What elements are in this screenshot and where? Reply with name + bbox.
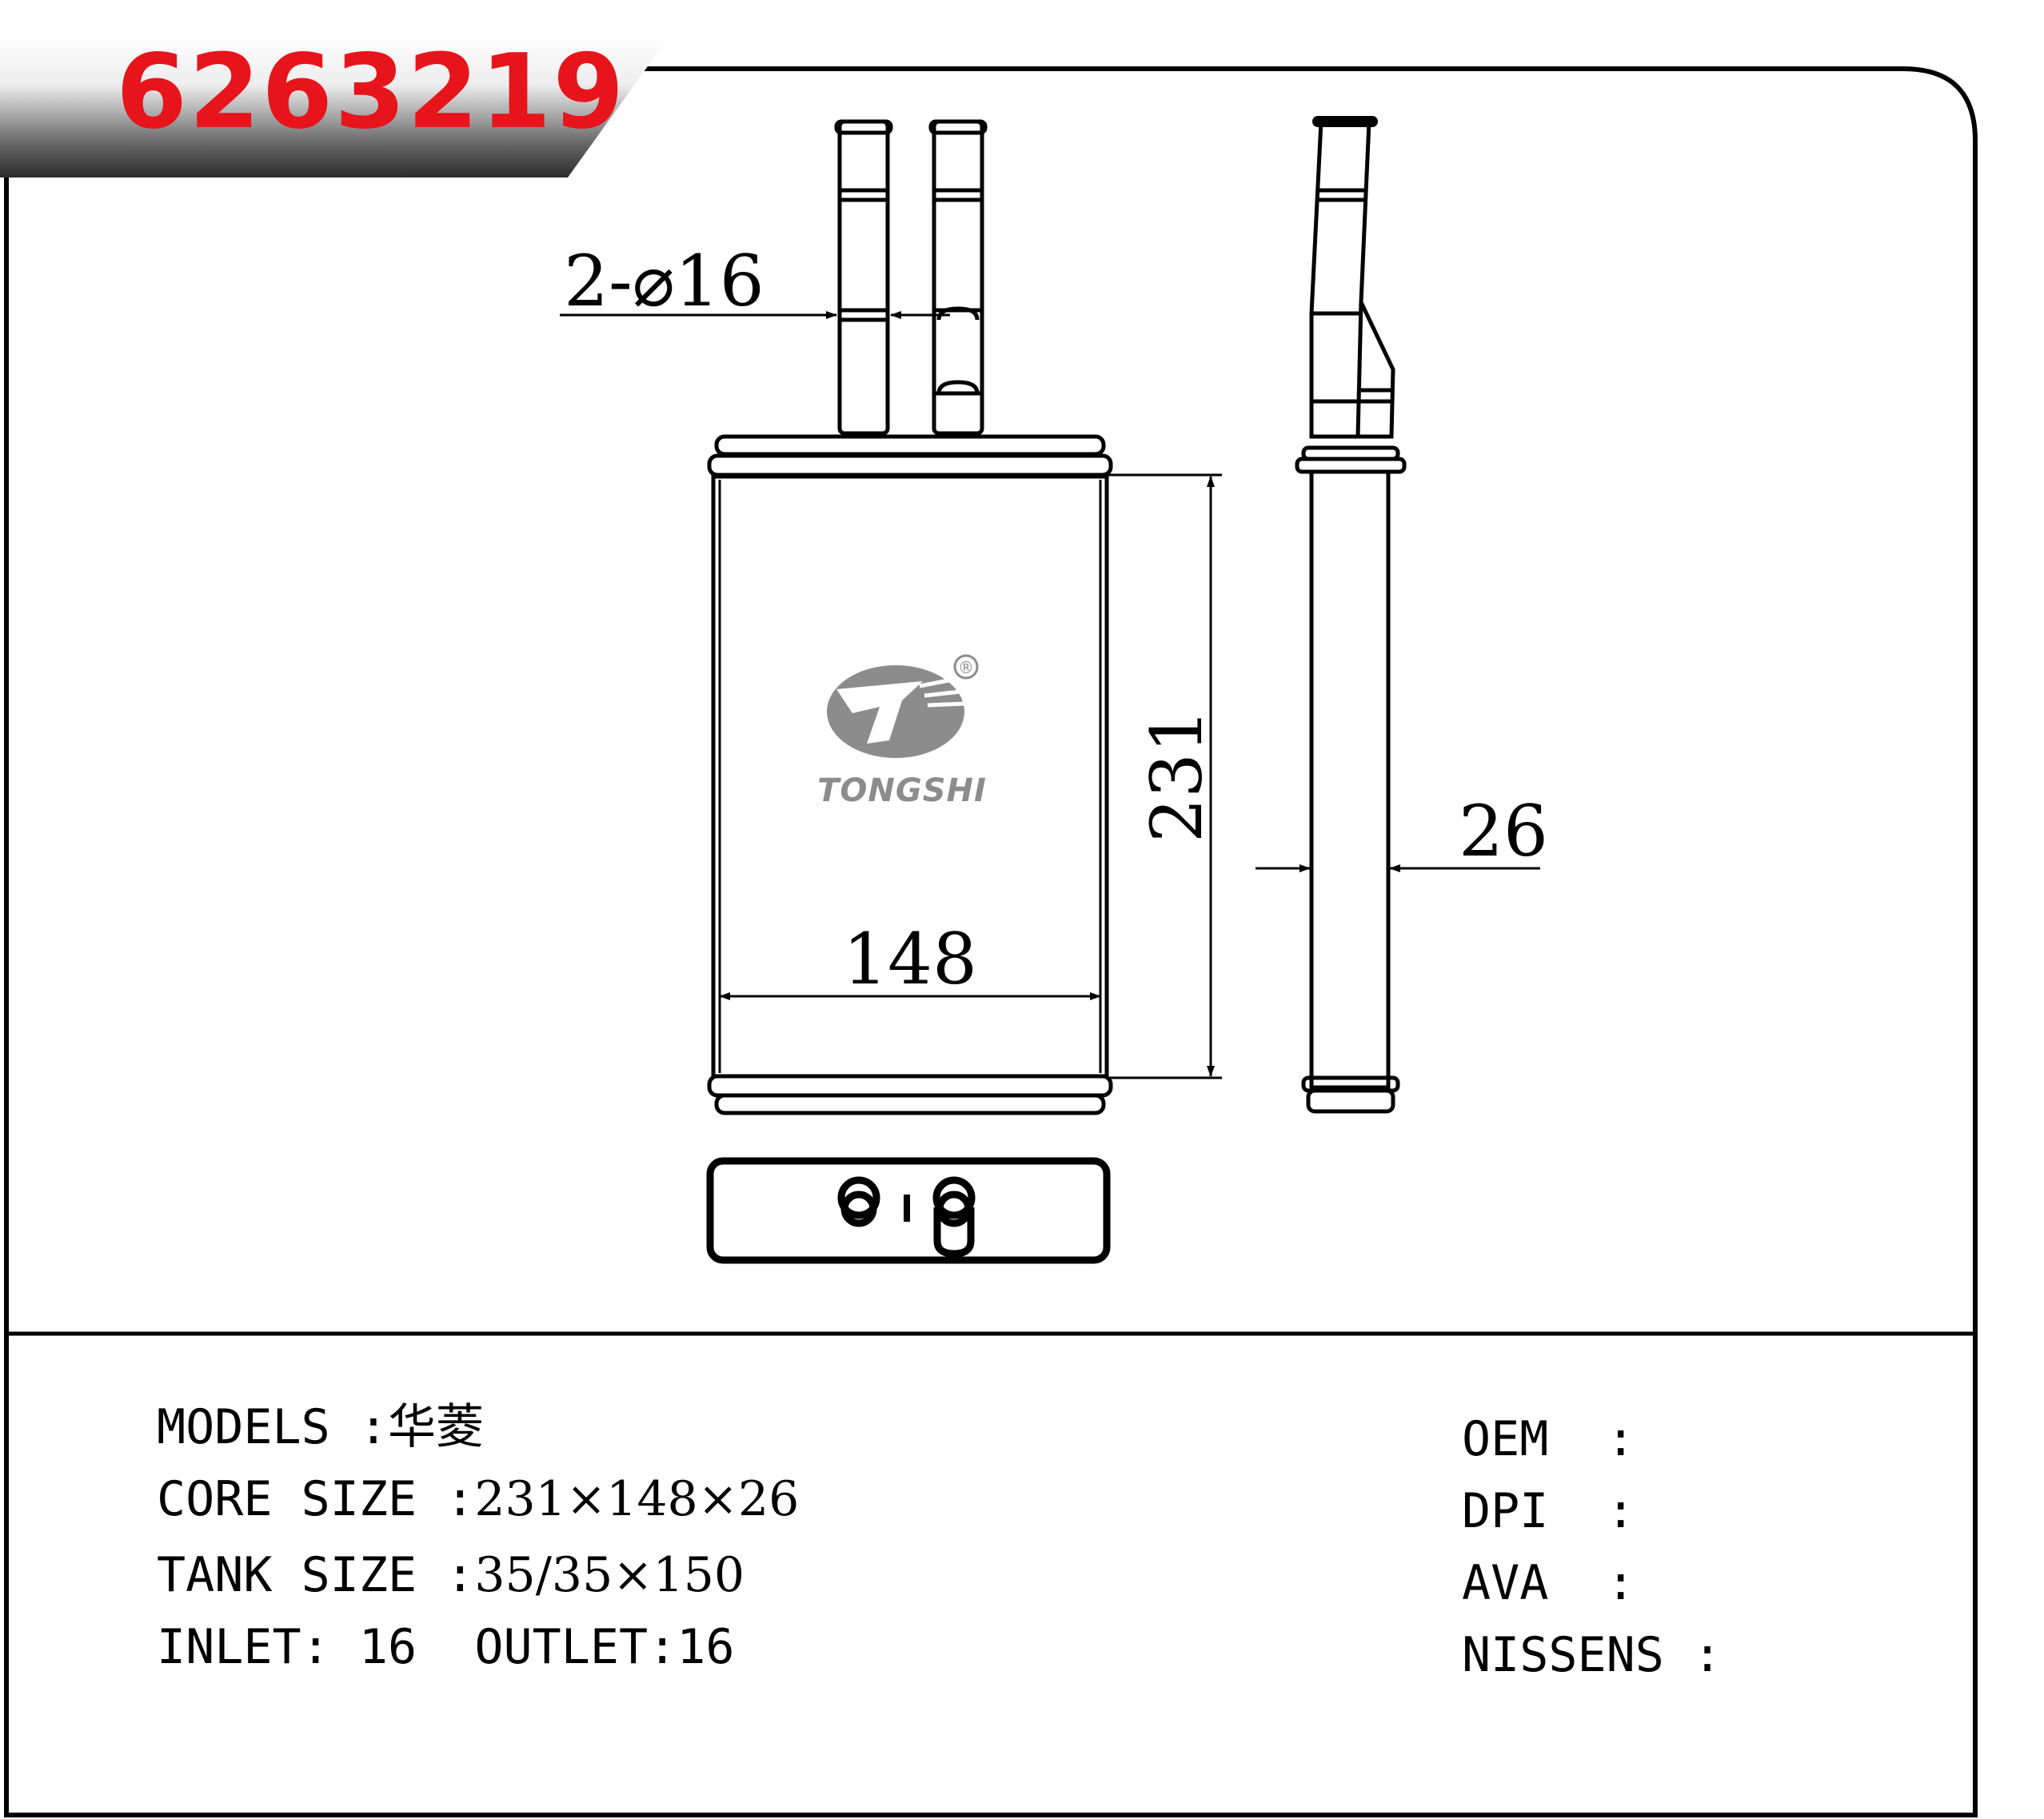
pipe-diameter-label: 2-⌀16 [564,240,765,322]
sheet-border [4,66,1978,1817]
inlet-outlet-row: INLET: 16 OUTLET:16 [157,1623,735,1671]
dpi-label: DPI : [1462,1483,1635,1539]
inlet-label: INLET: [157,1619,359,1675]
ava-label: AVA : [1462,1555,1635,1611]
models-value: 华菱 [387,1399,484,1455]
registered-mark: ® [958,658,974,677]
dimension-lines [560,311,1540,1079]
brand-name: TONGSHI [817,772,987,809]
outlet-value: 16 [677,1619,735,1675]
side-view [1295,116,1407,1114]
models-row: MODELS :华菱 [157,1403,484,1451]
tank-size-value: 35/35×150 [474,1547,745,1603]
thickness-label: 26 [1459,790,1548,872]
front-view [707,119,1113,1115]
oem-label: OEM : [1462,1411,1635,1467]
top-view [706,1157,1111,1264]
core-size-row: CORE SIZE :231×148×26 [157,1475,799,1523]
models-label: MODELS : [157,1399,388,1455]
core-size-value: 231×148×26 [474,1471,800,1527]
part-number: 6263219 [116,33,626,152]
part-number-banner [0,35,670,178]
core-size-label: CORE SIZE : [157,1471,475,1527]
tank-size-row: TANK SIZE :35/35×150 [157,1551,745,1599]
outlet-label: OUTLET: [474,1619,677,1675]
tank-size-label: TANK SIZE : [157,1547,475,1603]
inlet-value: 16 [358,1619,417,1675]
width-label: 148 [843,918,977,1000]
nissens-label: NISSENS : [1462,1627,1723,1683]
tongshi-logo: ® TONGSHI [817,654,987,809]
height-label: 231 [1136,708,1218,843]
